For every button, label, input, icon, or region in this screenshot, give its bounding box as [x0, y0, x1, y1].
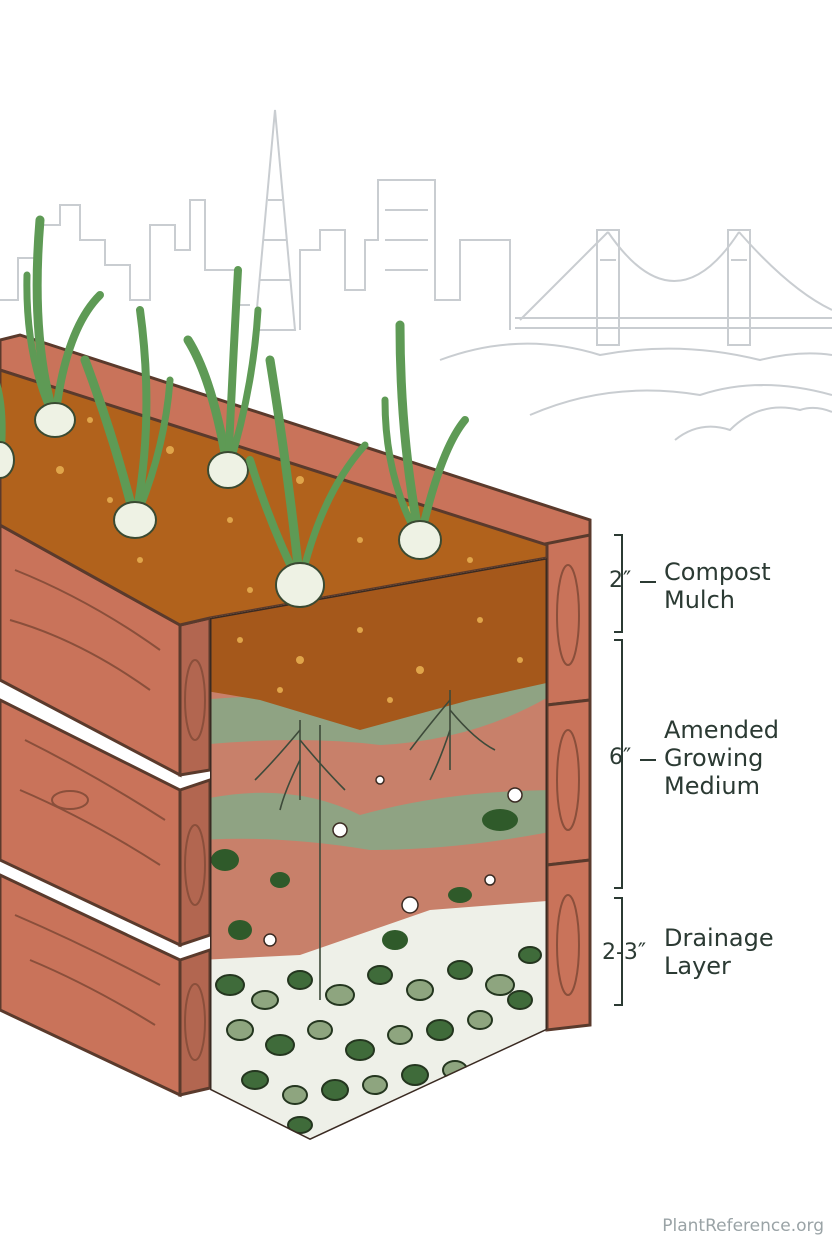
- compost-depth-label: 2″: [609, 568, 632, 593]
- watermark-text: PlantReference.org: [662, 1216, 824, 1236]
- growing-medium-green-band-1: [210, 650, 547, 745]
- soil-particles: [263, 775, 523, 947]
- onion-plant: [80, 306, 174, 539]
- bracket-growing: [614, 639, 623, 889]
- label-line: Amended: [664, 716, 780, 744]
- compost-name-label: Compost Mulch: [664, 558, 771, 614]
- drainage-depth-label: 2-3″: [602, 940, 647, 965]
- drainage-name-label: Drainage Layer: [664, 924, 774, 980]
- onion-plant: [183, 266, 262, 489]
- label-line: Growing: [664, 744, 764, 772]
- growing-name-label: Amended Growing Medium: [664, 716, 779, 800]
- soil-cross-section: [210, 558, 547, 1140]
- wood-grain: [9, 569, 206, 1061]
- label-line: Layer: [664, 952, 731, 980]
- bracket-drainage: [614, 897, 623, 1006]
- dimension-brackets: [614, 534, 656, 1006]
- plant-roots: [254, 690, 496, 1000]
- mulch-section-flecks: [237, 617, 523, 703]
- growing-medium-green-band-2: [210, 790, 547, 850]
- bridge-background: [439, 229, 832, 441]
- onion-plant-partial: [0, 382, 15, 479]
- right-wooden-wall: [545, 528, 592, 1032]
- onion-plants: [0, 215, 469, 608]
- label-line: Medium: [664, 772, 760, 800]
- dark-soil-clumps: [211, 809, 518, 950]
- bracket-compost: [614, 534, 623, 633]
- label-line: Mulch: [664, 586, 735, 614]
- label-line: Compost: [664, 558, 771, 586]
- onion-plant: [23, 215, 104, 438]
- label-line: Drainage: [664, 924, 774, 952]
- growing-depth-label: 6″: [609, 745, 632, 770]
- city-skyline-background: [0, 109, 511, 331]
- onion-plant: [246, 355, 369, 608]
- drainage-rocks: [215, 946, 542, 1134]
- onion-plant: [381, 320, 469, 560]
